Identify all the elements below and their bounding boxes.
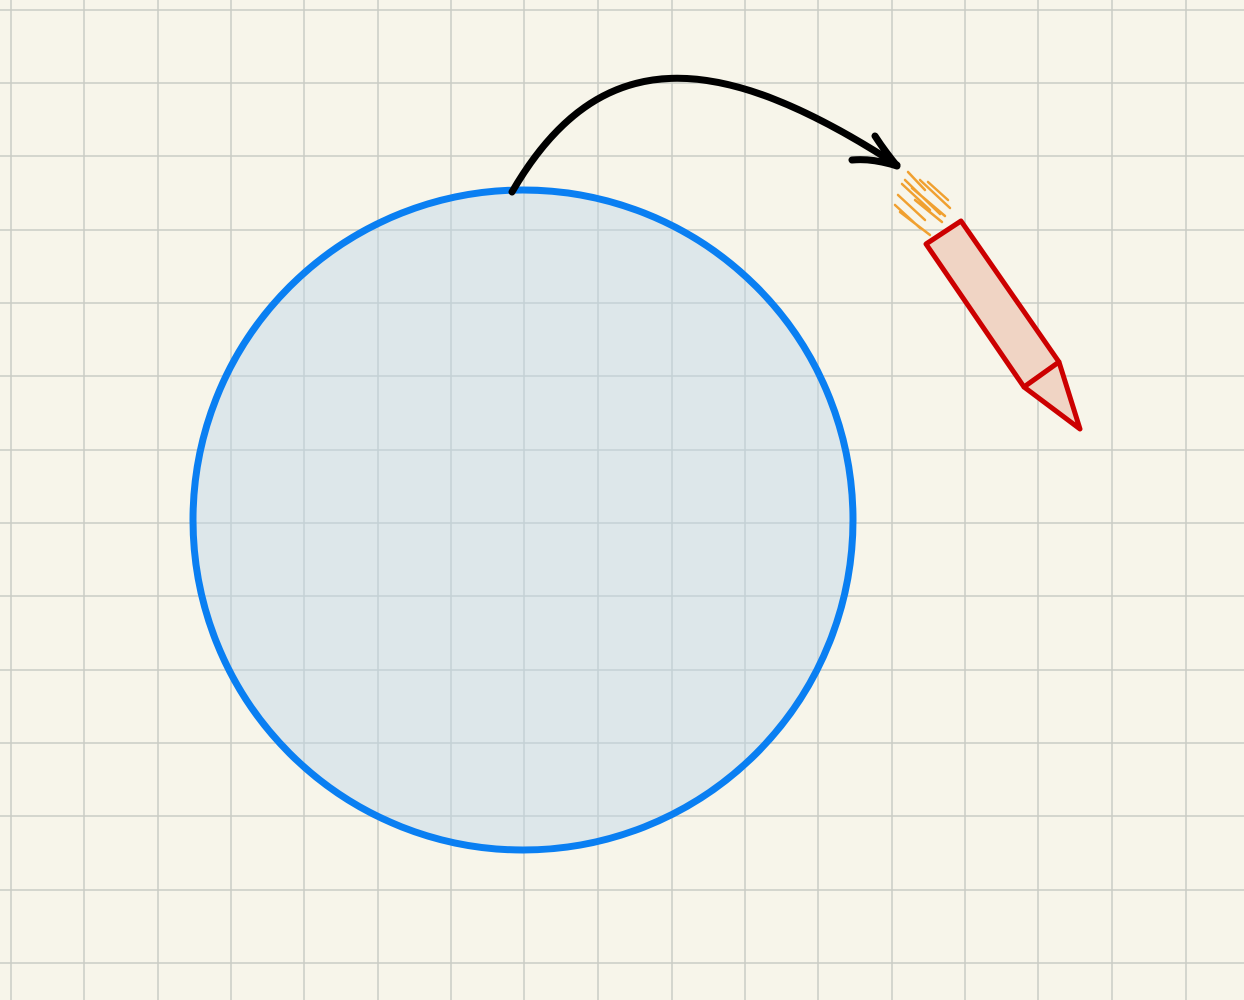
curved-arrow[interactable] — [508, 74, 901, 196]
rocket-body — [923, 218, 1062, 390]
circle-shape[interactable] — [189, 186, 857, 854]
arrow-shaft — [508, 74, 901, 196]
rocket-exhaust — [893, 170, 952, 237]
rocket-icon[interactable] — [893, 170, 1083, 432]
rocket-nose — [1021, 359, 1083, 432]
arrow-head — [848, 132, 901, 170]
